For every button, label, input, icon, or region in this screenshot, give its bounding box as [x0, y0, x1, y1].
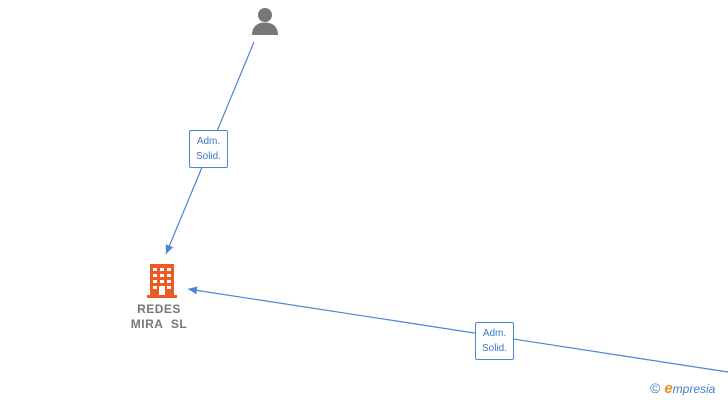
- edge-offscreen-to-company: [187, 286, 728, 373]
- company-node[interactable]: [146, 264, 178, 298]
- brand-logo-e: e: [664, 380, 673, 397]
- person-icon: [252, 8, 278, 35]
- company-name-line2: MIRA SL: [130, 317, 188, 331]
- company-name-line1: REDES: [137, 302, 181, 316]
- building-icon: [147, 264, 177, 298]
- edge-label-line1: Adm.: [482, 328, 507, 339]
- edge-label-line2: Solid.: [482, 343, 508, 354]
- edge-label-line2: Solid.: [196, 151, 222, 162]
- edge-label-line1: Adm.: [196, 136, 221, 147]
- brand-logo-text: mpresia: [672, 382, 716, 396]
- edge-label-person-company[interactable]: Adm. Solid.: [189, 130, 229, 168]
- person-node[interactable]: [250, 6, 280, 36]
- copyright-symbol: ©: [650, 380, 661, 396]
- edge-label-offscreen-company[interactable]: Adm. Solid.: [475, 322, 515, 360]
- empresia-watermark: ©empresia: [650, 380, 715, 397]
- company-name-label[interactable]: REDES MIRA SL: [113, 302, 205, 332]
